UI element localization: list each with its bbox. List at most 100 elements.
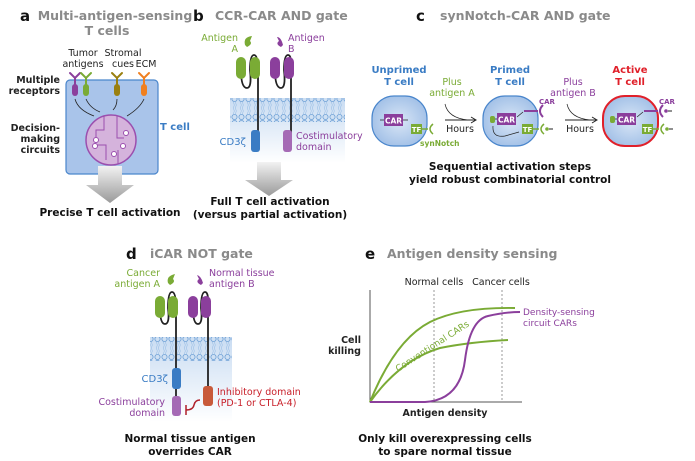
label-hours: Hours (566, 124, 594, 135)
label-antigen-b: antigen B (550, 88, 596, 99)
cd3z-domain (251, 130, 260, 152)
label-hours: Hours (446, 124, 474, 135)
car-a-domain (250, 57, 260, 79)
label-pd1-ctla4: (PD-1 or CTLA-4) (217, 398, 296, 409)
active-contents: CAR CAR TF (610, 98, 676, 135)
label-antigen-b: antigen B (209, 279, 255, 290)
y-axis-label: Cell (341, 335, 361, 346)
label-cues: cues (112, 59, 134, 70)
label-cancer-cells: Cancer cells (472, 277, 530, 288)
arrow-right-icon (565, 116, 598, 124)
label-synnotch: synNotch (420, 139, 460, 148)
cd3z-domain (172, 368, 181, 389)
antigen-b-icon (277, 37, 283, 47)
caption: Full T cell activation (210, 196, 329, 208)
icar-domain (201, 296, 211, 318)
label-t-cell: T cell (160, 122, 190, 133)
label-cancer: Cancer (127, 268, 161, 279)
circuit-icon (85, 114, 137, 166)
label-costimulatory: Costimulatory (98, 397, 165, 408)
density-sensing-curve (370, 311, 521, 403)
antigen-a-icon (167, 274, 175, 285)
car-gene: CAR (385, 117, 402, 126)
label-density-sensing: Density-sensing (523, 308, 595, 318)
label-car: CAR (539, 98, 556, 106)
panel-letter: b (193, 7, 204, 25)
label-unprimed: Unprimed (371, 65, 426, 76)
panel-c: c synNotch-CAR AND gate Unprimed T cell … (371, 7, 676, 186)
label-antigen-a: antigen A (114, 279, 160, 290)
label-multiple: Multiple (16, 75, 60, 86)
car-domain (168, 296, 178, 318)
panel-a: a Multi-antigen-sensing T cells Tumor an… (9, 7, 193, 219)
inhibitory-domain (203, 386, 213, 406)
panel-e: e Antigen density sensing Normal cells C… (328, 245, 595, 458)
label-decision: Decision- (11, 123, 60, 134)
panel-title: Antigen density sensing (387, 246, 557, 261)
car-domain (155, 296, 165, 318)
caption-line2: to spare normal tissue (378, 446, 512, 458)
label-car: CAR (659, 98, 676, 106)
primed-contents: CAR CAR TF (490, 98, 556, 137)
label-antigen-a: Antigen (201, 33, 238, 44)
car-gene: CAR (498, 116, 515, 125)
caption-line2: (versus partial activation) (193, 209, 347, 221)
panel-title: iCAR NOT gate (150, 246, 253, 261)
y-axis-label-line2: killing (328, 346, 361, 357)
label-antigen-b-letter: B (288, 44, 295, 55)
panel-title-line2: T cells (85, 23, 130, 38)
panel-title: synNotch-CAR AND gate (440, 8, 611, 23)
caption-line2: yield robust combinatorial control (409, 174, 611, 186)
caption: Sequential activation steps (429, 161, 591, 173)
conventional-car-curve-low (369, 339, 509, 403)
receptor-icon (69, 72, 150, 96)
arrows-to-circuit (74, 98, 145, 117)
arrow-down-icon (86, 166, 134, 203)
conventional-car-curve-high (369, 306, 516, 403)
x-axis-label: Antigen density (403, 408, 489, 419)
ccr-b-domain (270, 57, 280, 79)
label-primed-t-cell: T cell (495, 77, 525, 88)
panel-d: d iCAR NOT gate Cancer antigen A Normal … (98, 245, 300, 458)
tf-box: TF (643, 126, 653, 134)
label-active-t-cell: T cell (615, 77, 645, 88)
cell-membrane (150, 337, 232, 361)
label-ecm: ECM (136, 59, 157, 70)
antigen-b-icon (197, 275, 203, 285)
label-making: making (21, 134, 60, 145)
label-plus: Plus (563, 77, 582, 88)
car-gene: CAR (618, 116, 635, 125)
antigen-a-icon (244, 36, 252, 47)
panel-letter: e (365, 245, 375, 263)
costimulatory-domain (172, 396, 181, 416)
label-stromal: Stromal (105, 48, 142, 59)
unprimed-contents: CAR TF synNotch (380, 114, 460, 148)
label-cd3z: CD3ζ (220, 137, 246, 148)
inhibition-icon (185, 399, 201, 415)
arrow-right-icon (445, 116, 477, 124)
label-costimulatory: Costimulatory (296, 131, 363, 142)
tf-box: TF (412, 126, 422, 134)
label-circuit-cars: circuit CARs (523, 319, 577, 329)
label-antigen-b: Antigen (288, 33, 325, 44)
label-antigens: antigens (62, 59, 103, 70)
label-conventional-cars: Conventional CARs (394, 319, 471, 374)
panel-letter: d (126, 245, 137, 263)
panel-title: CCR-CAR AND gate (215, 8, 348, 23)
caption: Normal tissue antigen (124, 433, 255, 445)
label-plus: Plus (442, 77, 461, 88)
icar-domain (188, 296, 198, 318)
label-tumor: Tumor (67, 48, 97, 59)
panel-title: Multi-antigen-sensing (38, 8, 193, 23)
caption: Only kill overexpressing cells (358, 433, 532, 445)
caption: Precise T cell activation (39, 207, 180, 219)
label-cd3z: CD3ζ (142, 374, 168, 385)
label-antigen-a-letter: A (232, 44, 239, 55)
label-domain: domain (129, 408, 165, 419)
costimulatory-domain (283, 130, 292, 152)
label-circuits: circuits (21, 145, 61, 156)
label-normal-tissue: Normal tissue (209, 268, 275, 279)
label-active: Active (612, 65, 647, 76)
label-receptors: receptors (9, 86, 61, 97)
